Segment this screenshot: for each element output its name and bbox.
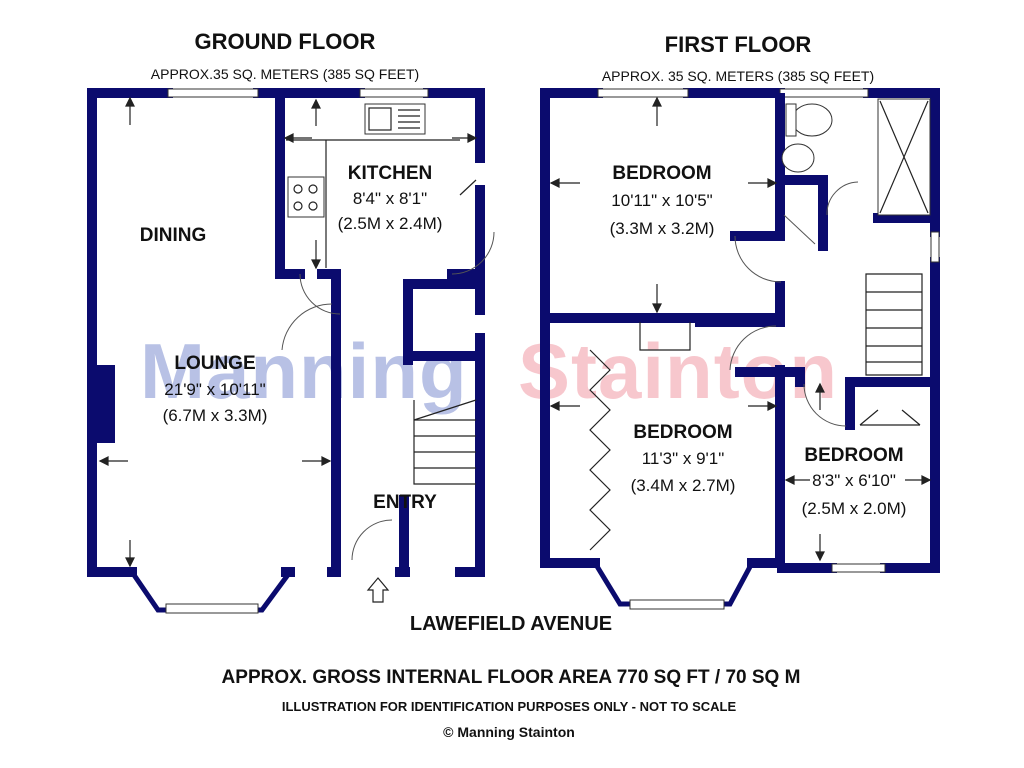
first-floor-title: FIRST FLOOR	[665, 32, 812, 57]
dimension-arrows-ground	[98, 96, 478, 568]
bedroom3-dim-metric: (2.5M x 2.0M)	[802, 499, 907, 518]
kitchen-dim-imperial: 8'4" x 8'1"	[353, 189, 427, 208]
street-name: LAWEFIELD AVENUE	[410, 613, 612, 635]
stairs-ground	[413, 399, 477, 485]
kitchen-window	[359, 88, 429, 98]
first-floor-area: APPROX. 35 SQ. METERS (385 SQ FEET)	[602, 68, 874, 84]
stairs-first	[865, 273, 923, 376]
landing-window	[930, 231, 940, 263]
gross-area: APPROX. GROSS INTERNAL FLOOR AREA 770 SQ…	[222, 667, 801, 688]
bedroom2-dim-imperial: 11'3" x 9'1"	[642, 449, 725, 468]
bedroom3-dim-imperial: 8'3" x 6'10"	[812, 471, 896, 490]
dimension-arrows-first	[549, 96, 932, 562]
entry-label: ENTRY	[373, 492, 437, 513]
bedroom3-window	[831, 563, 886, 573]
basin-icon	[781, 143, 815, 173]
sink-icon	[364, 103, 426, 135]
lounge-dim-imperial: 21'9" x 10'11"	[164, 380, 265, 399]
bay-window	[165, 603, 259, 614]
bay-window-first	[629, 599, 725, 610]
entry-arrow-icon	[366, 577, 390, 603]
ground-floor-title: GROUND FLOOR	[195, 29, 376, 54]
bedroom1-dim-metric: (3.3M x 3.2M)	[610, 219, 715, 238]
bedroom3-label: BEDROOM	[804, 445, 903, 466]
kitchen-dim-metric: (2.5M x 2.4M)	[338, 214, 443, 233]
bathroom-window	[779, 88, 869, 98]
bedroom2-label: BEDROOM	[633, 422, 732, 443]
first-floor-plan: BEDROOM 10'11" x 10'5" (3.3M x 3.2M) BED…	[540, 88, 940, 610]
ground-floor-plan: KITCHEN 8'4" x 8'1" (2.5M x 2.4M) DINING…	[87, 88, 495, 614]
bedroom1-dim-imperial: 10'11" x 10'5"	[611, 191, 712, 210]
bedroom1-window	[597, 88, 689, 98]
disclaimer: ILLUSTRATION FOR IDENTIFICATION PURPOSES…	[282, 699, 737, 714]
bedroom2-dim-metric: (3.4M x 2.7M)	[631, 476, 736, 495]
copyright: © Manning Stainton	[443, 724, 575, 740]
kitchen-label: KITCHEN	[348, 163, 432, 184]
toilet-icon	[791, 103, 833, 137]
dining-window	[167, 88, 259, 98]
lounge-label: LOUNGE	[174, 353, 255, 374]
lounge-dim-metric: (6.7M x 3.3M)	[163, 406, 268, 425]
dining-label: DINING	[140, 225, 207, 246]
ground-floor-area: APPROX.35 SQ. METERS (385 SQ FEET)	[151, 66, 419, 82]
bedroom1-label: BEDROOM	[612, 163, 711, 184]
fireplace	[97, 365, 115, 443]
hob-icon	[287, 176, 325, 218]
